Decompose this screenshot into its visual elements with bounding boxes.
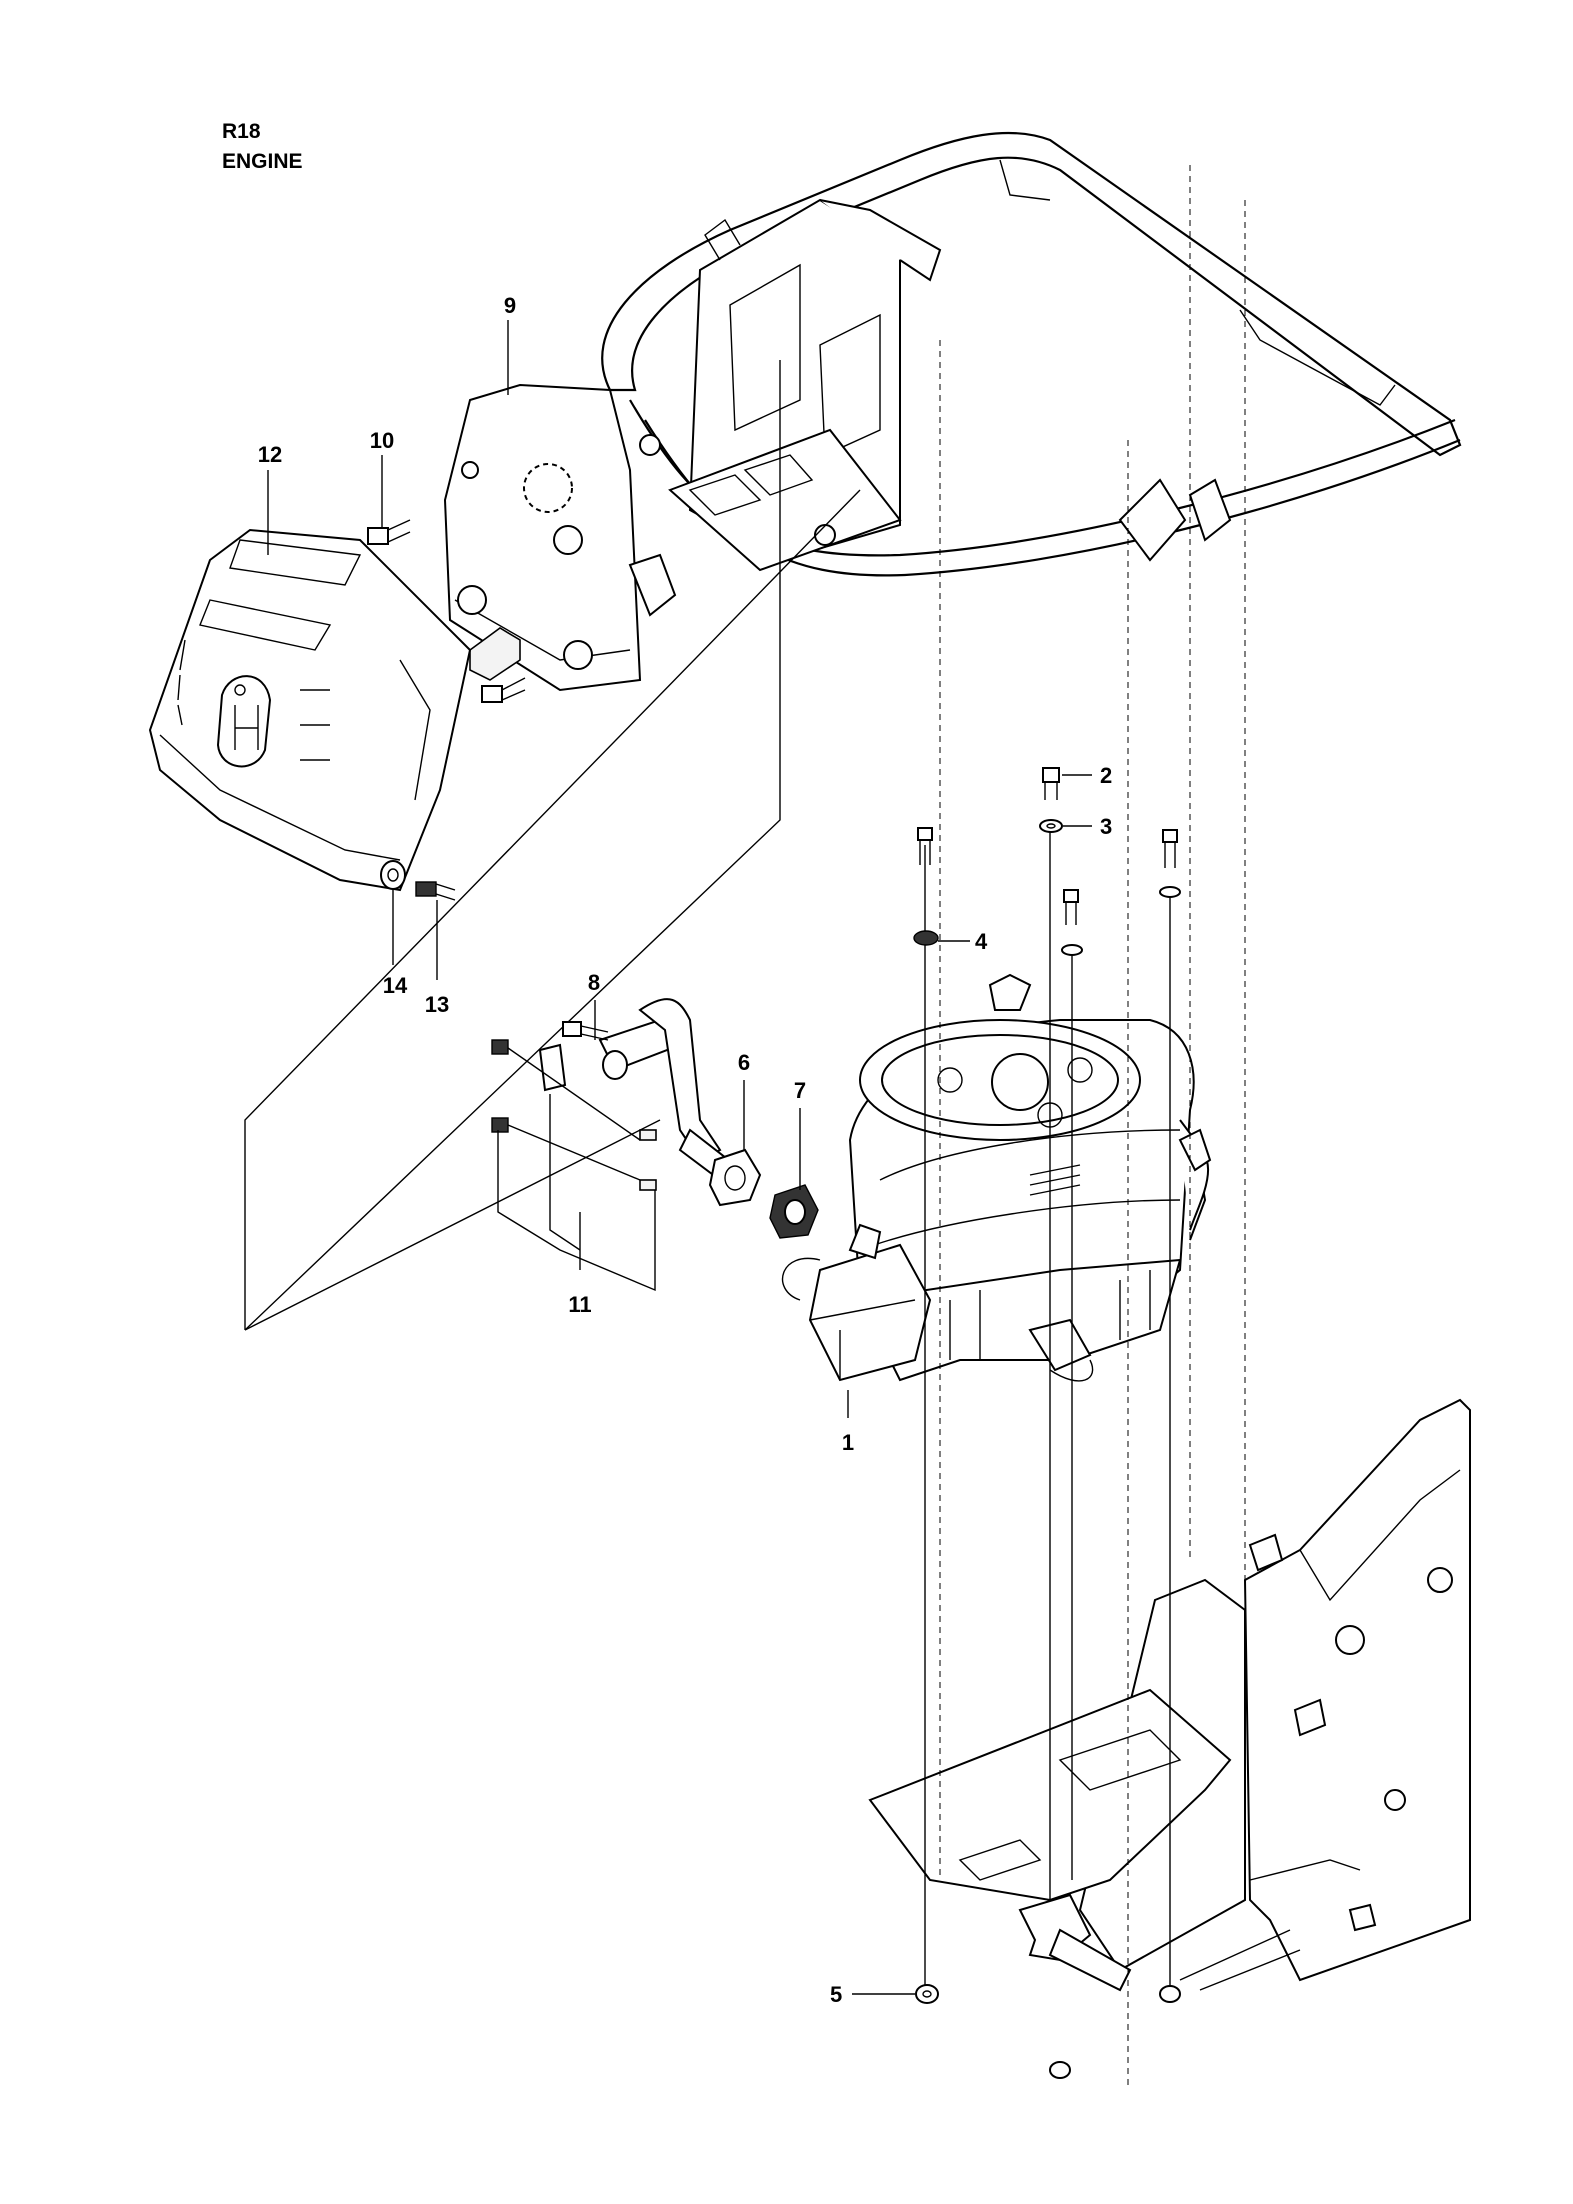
bolt-2 xyxy=(1042,767,1060,800)
exhaust-pipe xyxy=(491,998,737,1191)
callout-9: 9 xyxy=(504,293,516,318)
callout-3: 3 xyxy=(1100,814,1112,839)
callouts: 1 2 3 4 5 6 7 8 9 10 11 12 13 14 xyxy=(258,293,1112,2007)
nut-5 xyxy=(915,1984,939,2004)
callout-1: 1 xyxy=(842,1430,854,1455)
muffler-bracket xyxy=(639,198,942,572)
other-bolts xyxy=(917,827,1181,2079)
callout-6: 6 xyxy=(738,1050,750,1075)
callout-11: 11 xyxy=(568,1292,591,1317)
callout-13: 13 xyxy=(425,992,449,1017)
callout-11-bracket xyxy=(497,1094,656,1292)
callout-12: 12 xyxy=(258,442,282,467)
bolt-13 xyxy=(415,881,456,901)
assembly-axes xyxy=(924,165,1246,2090)
guide-lines xyxy=(244,360,861,1331)
engine-ignition-coil xyxy=(781,1223,932,1382)
diagram-model-title: R18 xyxy=(222,120,261,143)
callout-8: 8 xyxy=(588,970,600,995)
muffler xyxy=(443,383,677,692)
callout-4: 4 xyxy=(975,929,988,954)
gasket-7 xyxy=(769,1184,819,1239)
washer-3 xyxy=(1039,819,1063,833)
callout-5: 5 xyxy=(830,1982,842,2007)
callout-14: 14 xyxy=(383,973,408,998)
diagram-section-title: ENGINE xyxy=(222,150,303,173)
leader-lines xyxy=(267,320,1092,1995)
gasket-6 xyxy=(708,1148,762,1207)
callout-7: 7 xyxy=(794,1078,806,1103)
nut-4 xyxy=(913,930,939,946)
callout-2: 2 xyxy=(1100,763,1112,788)
washer-14 xyxy=(380,860,406,890)
muffler-heat-shield xyxy=(148,528,472,892)
bolt-10 xyxy=(367,519,526,703)
callout-10: 10 xyxy=(370,428,394,453)
